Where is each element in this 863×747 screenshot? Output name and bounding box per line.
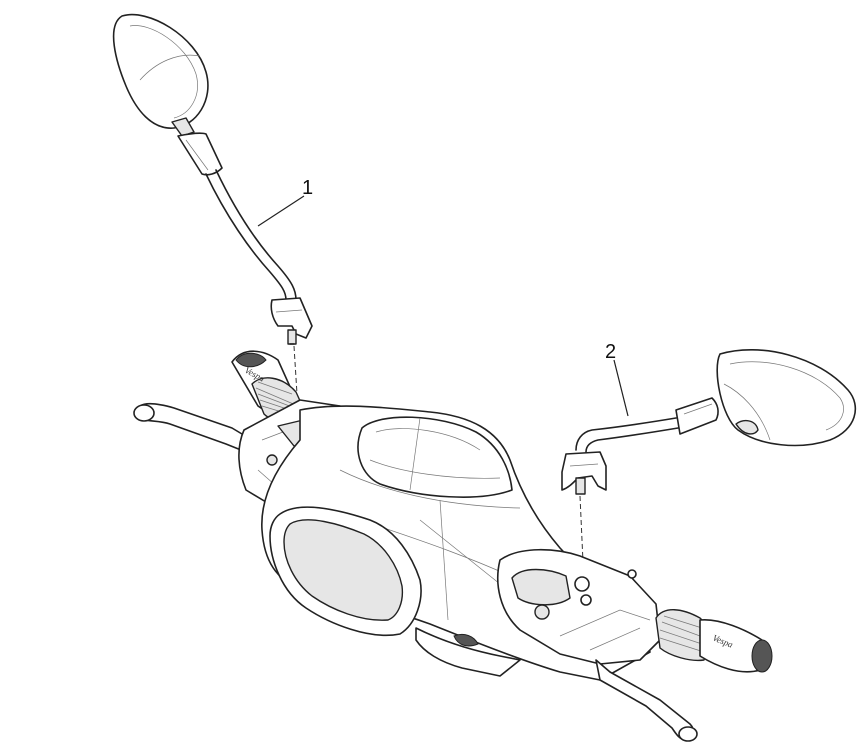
right-mirror-base bbox=[561, 451, 607, 491]
right-mirror-stem bbox=[575, 417, 677, 451]
callout-1-leader bbox=[257, 195, 305, 227]
left-mirror-neck bbox=[177, 132, 223, 176]
callout-1-label: 1 bbox=[302, 177, 313, 199]
handlebar-assembly: Vespa bbox=[133, 350, 773, 742]
switch-knob bbox=[534, 604, 550, 620]
callout-2-leader bbox=[613, 359, 629, 417]
right-mirror-assembly bbox=[561, 348, 857, 585]
left-mirror-base bbox=[270, 297, 313, 339]
right-grip: Vespa bbox=[655, 609, 773, 673]
right-switch-button bbox=[511, 568, 571, 606]
right-mirror-neck bbox=[675, 397, 719, 435]
left-mirror-assembly bbox=[112, 13, 313, 411]
callout-2-label: 2 bbox=[605, 341, 616, 363]
callout-1: 1 bbox=[257, 177, 313, 227]
left-mirror-head bbox=[112, 13, 209, 129]
callout-2: 2 bbox=[605, 341, 629, 417]
right-mirror-head bbox=[716, 348, 857, 447]
left-mirror-stem bbox=[205, 173, 287, 301]
right-brake-lever bbox=[595, 659, 695, 741]
upper-dome bbox=[357, 416, 513, 498]
display-screen bbox=[283, 519, 404, 621]
